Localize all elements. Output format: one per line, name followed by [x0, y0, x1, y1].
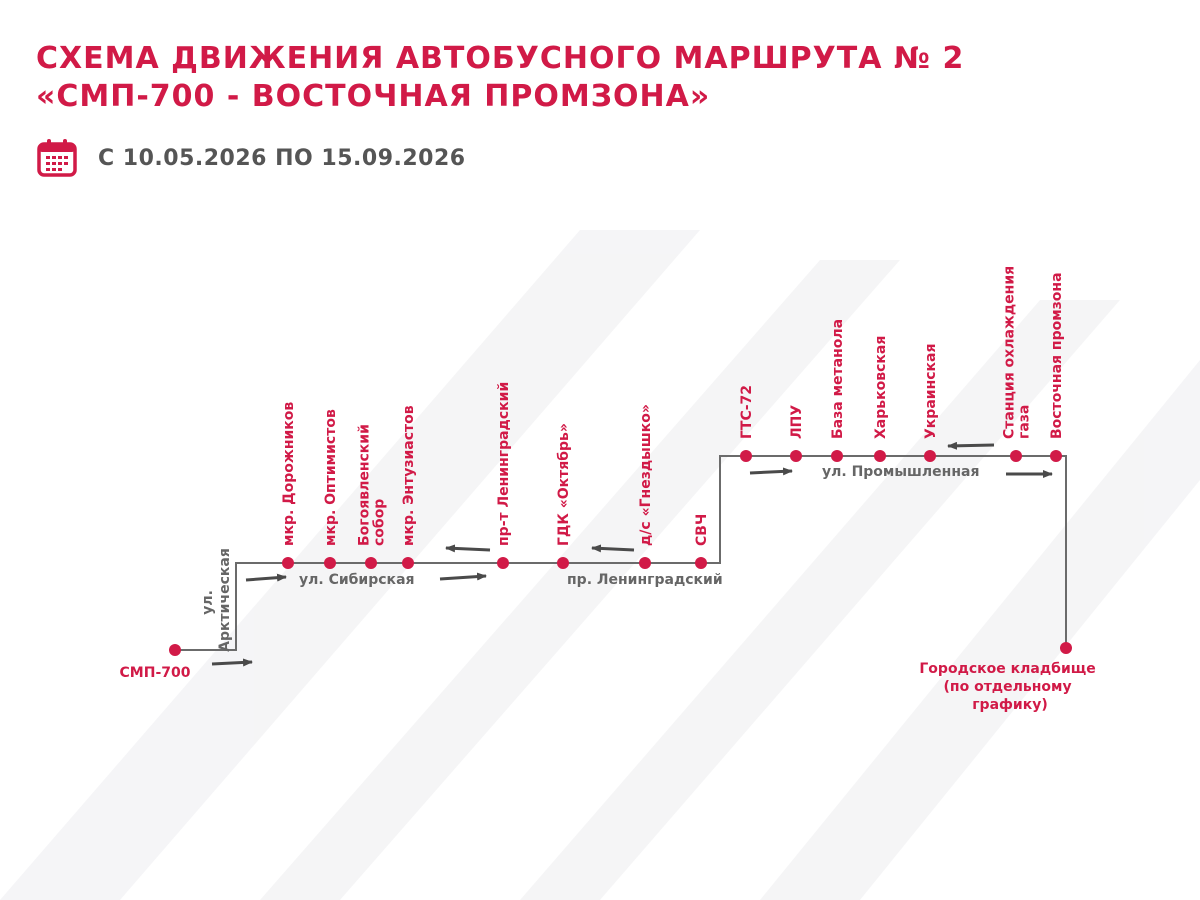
- stop-label-line: ЛПУ: [789, 405, 805, 439]
- stop: ГДК «Октябрь»: [556, 423, 572, 569]
- stop-marker: [557, 557, 569, 569]
- direction-arrow: [749, 467, 793, 476]
- stop-label-line: Восточная промзона: [1049, 272, 1065, 439]
- stop-marker: [924, 450, 936, 462]
- stop-marker: [740, 450, 752, 462]
- stop: ГТС-72: [739, 385, 755, 462]
- stop: ЛПУ: [789, 405, 805, 462]
- stop-label-line: Станция охлаждения: [1002, 266, 1018, 439]
- stop-marker: [1050, 450, 1062, 462]
- stop-label-line: Богоявленский: [357, 424, 373, 546]
- stop-label-line: Украинская: [923, 344, 939, 439]
- stop-marker: [497, 557, 509, 569]
- page-title: СХЕМА ДВИЖЕНИЯ АВТОБУСНОГО МАРШРУТА № 2 …: [36, 40, 964, 116]
- date-range-row: С 10.05.2026 ПО 15.09.2026: [36, 138, 466, 178]
- stop-marker: [790, 450, 802, 462]
- stop-label-line: собор: [372, 499, 388, 546]
- stop: Харьковская: [873, 336, 889, 462]
- terminal-label-start: СМП-700: [120, 665, 191, 681]
- stop-marker: [695, 557, 707, 569]
- street-label-arkticheskaya: ул. Арктическая: [200, 548, 233, 652]
- terminal-label-end-line: Городское кладбище: [919, 661, 1095, 677]
- stop-label: мкр. Дорожников: [281, 402, 297, 546]
- stop-label: ГТС-72: [739, 385, 755, 439]
- route-line: [175, 455, 1067, 651]
- stop-marker: [365, 557, 377, 569]
- stop-label-line: мкр. Дорожников: [281, 402, 297, 546]
- direction-arrow: [947, 441, 995, 450]
- stop-marker: [1010, 450, 1022, 462]
- stop: пр-т Ленинградский: [496, 382, 512, 569]
- stop-label: ЛПУ: [789, 405, 805, 439]
- stop-label-line: пр-т Ленинградский: [496, 382, 512, 546]
- title-line-1: СХЕМА ДВИЖЕНИЯ АВТОБУСНОГО МАРШРУТА № 2: [36, 41, 965, 76]
- stop: мкр. Дорожников: [281, 402, 297, 569]
- stop-label: мкр. Оптимистов: [323, 409, 339, 546]
- stop-label: База метанола: [830, 319, 846, 439]
- stop-label: Богоявленскийсобор: [357, 424, 388, 546]
- stop-label: СВЧ: [694, 514, 710, 546]
- stop-marker: [282, 557, 294, 569]
- direction-arrow: [245, 573, 287, 582]
- stop-label-line: мкр. Оптимистов: [323, 409, 339, 546]
- stop-label-line: База метанола: [830, 319, 846, 439]
- date-range: С 10.05.2026 ПО 15.09.2026: [98, 145, 466, 171]
- stop: База метанола: [830, 319, 846, 462]
- street-label-sibirskaya: ул. Сибирская: [299, 572, 415, 588]
- terminal-stop-start: [169, 644, 181, 656]
- stop-marker: [402, 557, 414, 569]
- stop-marker: [324, 557, 336, 569]
- stop-label: Восточная промзона: [1049, 272, 1065, 439]
- stop-label-line: ГТС-72: [739, 385, 755, 439]
- stop: Богоявленскийсобор: [357, 424, 388, 569]
- street-label-line: Арктическая: [217, 548, 233, 652]
- stop: Станция охлаждениягаза: [1002, 266, 1033, 462]
- stop-marker: [639, 557, 651, 569]
- stop-label-line: мкр. Энтузиастов: [401, 405, 417, 546]
- direction-arrow: [211, 658, 253, 667]
- stop: Восточная промзона: [1049, 272, 1065, 462]
- stop-label: Станция охлаждениягаза: [1002, 266, 1033, 439]
- stop-label: мкр. Энтузиастов: [401, 405, 417, 546]
- stop-label-line: ГДК «Октябрь»: [556, 423, 572, 546]
- direction-arrows: [211, 441, 1053, 667]
- stop-label: ГДК «Октябрь»: [556, 423, 572, 546]
- street-label-leningradsky: пр. Ленинградский: [567, 572, 723, 588]
- stop-label: пр-т Ленинградский: [496, 382, 512, 546]
- terminal-label-end-line: графику): [972, 697, 1048, 713]
- stop-marker: [874, 450, 886, 462]
- stop-label: д/с «Гнездышко»: [638, 404, 654, 546]
- stop: Украинская: [923, 344, 939, 462]
- direction-arrow: [591, 544, 635, 553]
- stop: СВЧ: [694, 514, 710, 569]
- street-label-line: ул.: [200, 590, 216, 615]
- stop-label-line: СВЧ: [694, 514, 710, 546]
- direction-arrow: [439, 572, 487, 581]
- calendar-icon: [37, 139, 77, 177]
- stop-label-line: Харьковская: [873, 336, 889, 439]
- stop-label: Украинская: [923, 344, 939, 439]
- stops-layer: мкр. Дорожников мкр. Оптимистов Богоявленс…: [281, 266, 1065, 569]
- terminal-label-end-line: (по отдельному: [944, 679, 1072, 695]
- direction-arrow: [445, 544, 491, 553]
- stop: мкр. Оптимистов: [323, 409, 339, 569]
- stop-label-line: д/с «Гнездышко»: [638, 404, 654, 546]
- street-label-promyshlennaya: ул. Промышленная: [822, 464, 979, 480]
- stop-label: Харьковская: [873, 336, 889, 439]
- stop: д/с «Гнездышко»: [638, 404, 654, 569]
- terminal-stop-end: [1060, 642, 1072, 654]
- stop-label-line: газа: [1017, 405, 1033, 439]
- stop-marker: [831, 450, 843, 462]
- title-line-2: «СМП-700 - ВОСТОЧНАЯ ПРОМЗОНА»: [36, 79, 711, 114]
- stop: мкр. Энтузиастов: [401, 405, 417, 569]
- terminal-label-end: Городское кладбище (по отдельному график…: [919, 661, 1100, 713]
